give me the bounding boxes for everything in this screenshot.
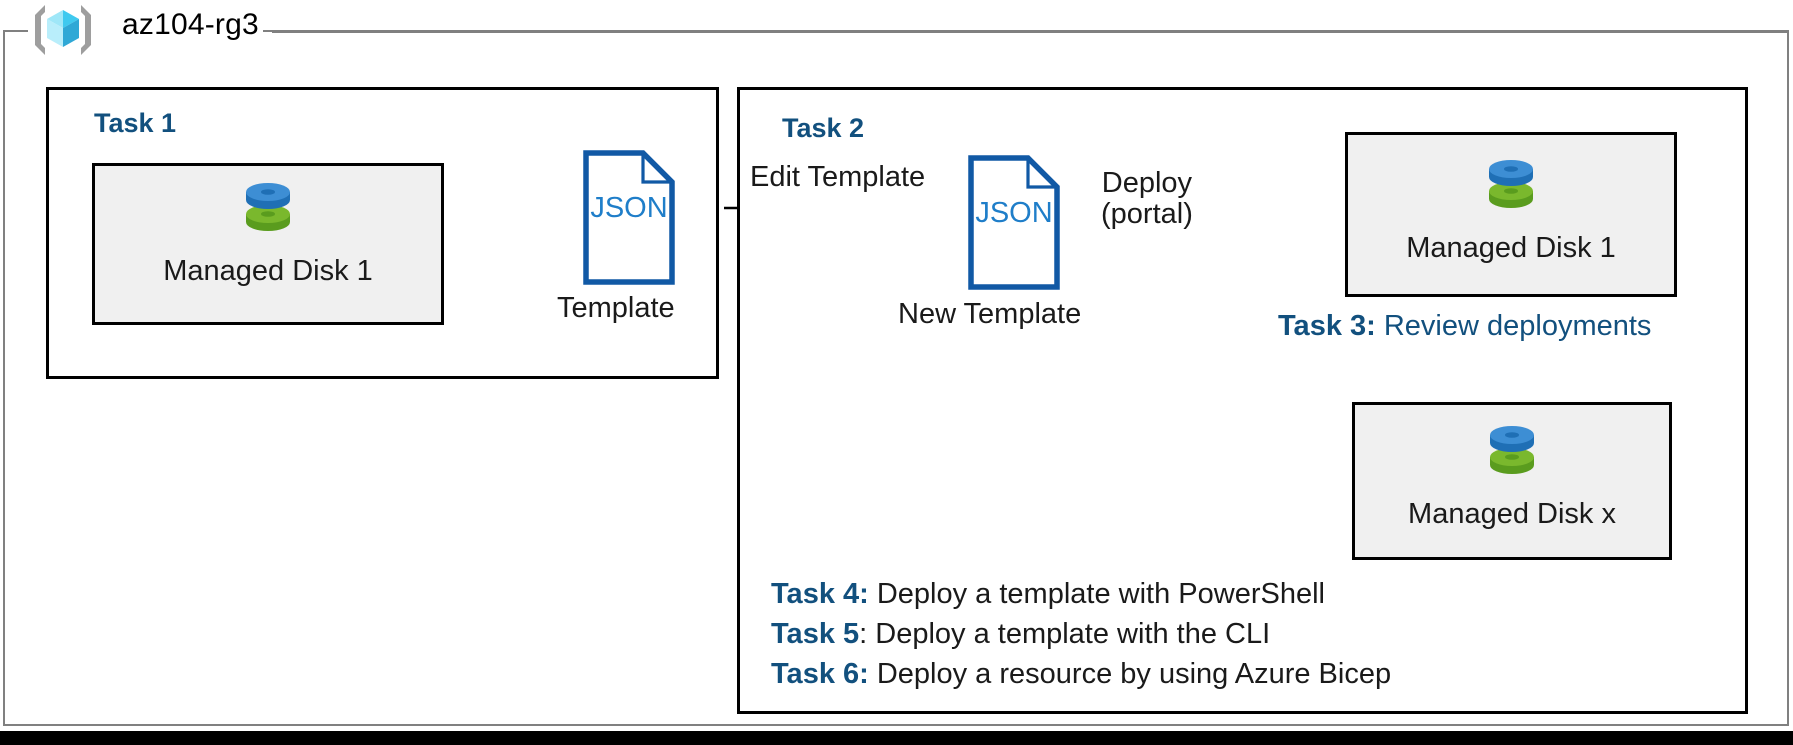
task-1-heading: Task 1 [94,108,177,138]
managed-disk-1-tile: Managed Disk 1 [92,163,444,325]
bottom-black-band [0,731,1793,745]
managed-disk-icon [246,183,290,231]
task-5-text: : Deploy a template with the CLI [859,618,1271,650]
resource-group-title: az104-rg3 [122,8,259,41]
task-5-key: Task 5 [771,618,860,650]
task-2-heading: Task 2 [782,113,865,143]
managed-disk-icon [1489,160,1533,208]
managed-disk-1-deployed-label: Managed Disk 1 [1406,232,1616,264]
json-document-icon: JSON [583,150,675,285]
managed-disk-icon [1490,426,1534,474]
resource-group-title-rule [272,31,1787,33]
task-3-key: Task 3: [1278,310,1376,342]
task-6-note: Task 6: Deploy a resource by using Azure… [771,658,1391,691]
managed-disk-x-label: Managed Disk x [1408,498,1616,530]
task-6-key: Task 6: [771,658,869,690]
new-template-caption: New Template [898,298,1082,330]
task-3-note: Task 3: Review deployments [1278,310,1651,343]
deploy-edge-label-line2: (portal) [1101,198,1193,231]
managed-disk-x-tile: Managed Disk x [1352,402,1672,560]
azure-resource-group-cube-icon [35,5,91,55]
template-caption: Template [557,292,675,324]
svg-text:JSON: JSON [975,197,1052,229]
task-5-note: Task 5: Deploy a template with the CLI [771,618,1270,651]
task-3-text: Review deployments [1375,310,1652,342]
task-4-note: Task 4: Deploy a template with PowerShel… [771,578,1325,611]
task-4-text: Deploy a template with PowerShell [868,578,1325,610]
resource-group-frame-notch [28,28,263,34]
task-6-text: Deploy a resource by using Azure Bicep [868,658,1392,690]
managed-disk-1-label: Managed Disk 1 [163,255,373,287]
edit-template-edge-label: Edit Template [750,161,926,193]
json-document-icon: JSON [968,155,1060,290]
deploy-edge-label-line1: Deploy [1101,167,1193,199]
deploy-portal-edge-label: Deploy (portal) [1101,167,1193,231]
svg-text:JSON: JSON [590,192,667,224]
managed-disk-1-deployed-tile: Managed Disk 1 [1345,132,1677,297]
task-4-key: Task 4: [771,578,869,610]
